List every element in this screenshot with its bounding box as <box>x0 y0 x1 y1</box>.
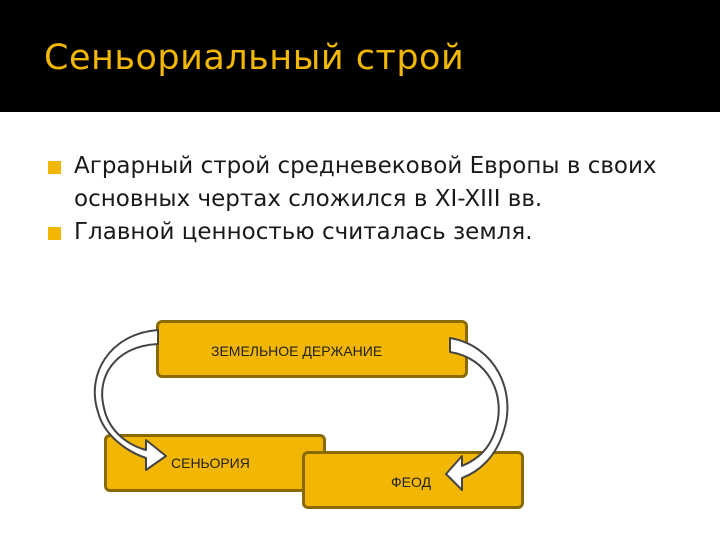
curved-arrow-left-icon <box>93 329 167 471</box>
box-label: СЕНЬОРИЯ <box>171 455 250 471</box>
bullet-item: Аграрный строй средневековой Европы в св… <box>46 150 686 216</box>
bullet-list: Аграрный строй средневековой Европы в св… <box>46 150 686 249</box>
diagram-box-seigneury: СЕНЬОРИЯ <box>104 434 326 492</box>
box-label: ФЕОД <box>391 474 432 490</box>
bullet-item: Главной ценностью считалась земля. <box>46 216 686 249</box>
box-label: ЗЕМЕЛЬНОЕ ДЕРЖАНИЕ <box>211 343 383 359</box>
square-bullet-icon <box>48 227 61 240</box>
bullet-text: Аграрный строй средневековой Европы в св… <box>74 153 657 212</box>
bullet-text: Главной ценностью считалась земля. <box>74 219 533 245</box>
title-bar: Сеньориальный строй <box>0 0 720 112</box>
slide-title: Сеньориальный строй <box>44 38 465 78</box>
square-bullet-icon <box>48 161 61 174</box>
curved-arrow-right-icon <box>445 337 509 491</box>
